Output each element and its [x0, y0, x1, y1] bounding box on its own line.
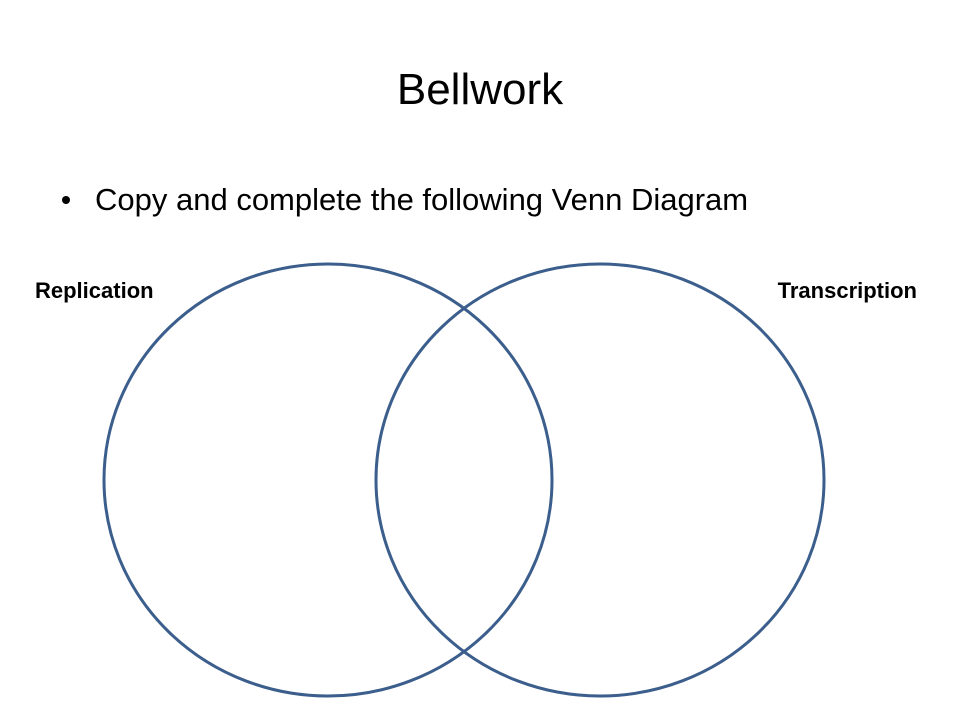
bullet-dot-icon	[62, 196, 70, 204]
venn-label-transcription: Transcription	[777, 278, 917, 303]
venn-circle-transcription	[374, 262, 826, 698]
bullet-text: Copy and complete the following Venn Dia…	[95, 182, 749, 217]
bullet-list: Copy and complete the following Venn Dia…	[60, 178, 940, 222]
venn-circle-replication	[102, 262, 554, 698]
venn-label-replication: Replication	[35, 278, 154, 303]
slide-title: Bellwork	[396, 65, 564, 114]
bullet-item: Copy and complete the following Venn Dia…	[60, 178, 940, 222]
